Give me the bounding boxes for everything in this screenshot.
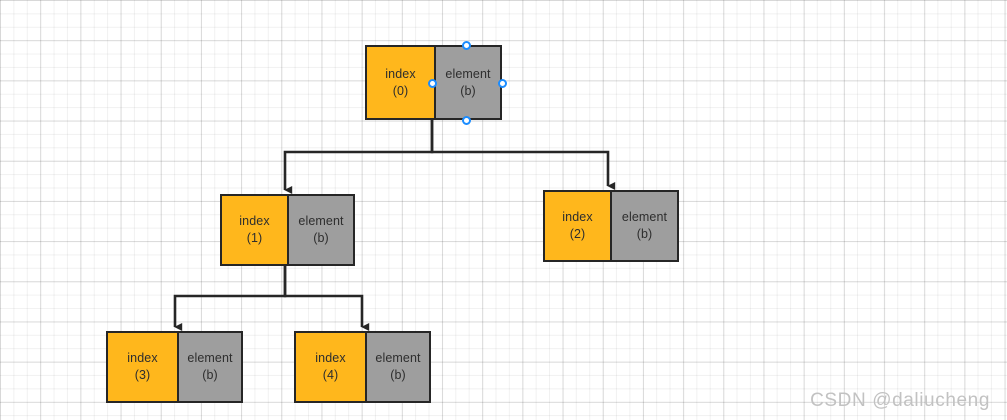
node-index-cell[interactable]: index (1) bbox=[222, 196, 287, 264]
node-index-label: index bbox=[562, 210, 593, 225]
node-index-cell[interactable]: index (4) bbox=[296, 333, 365, 401]
node-index-cell[interactable]: index (3) bbox=[108, 333, 177, 401]
node-index-label: index bbox=[239, 214, 270, 229]
node-index-value: (4) bbox=[322, 368, 339, 382]
node-index-cell[interactable]: index (2) bbox=[545, 192, 610, 260]
node-element-label: element bbox=[187, 351, 233, 366]
node-element-value: (b) bbox=[202, 368, 218, 382]
node-index-label: index bbox=[315, 351, 346, 366]
resize-handle-right[interactable] bbox=[498, 79, 507, 88]
watermark: CSDN @daliucheng bbox=[810, 390, 990, 411]
edge-n0-to-n2[interactable] bbox=[430, 120, 616, 191]
node-element-cell[interactable]: element (b) bbox=[434, 47, 500, 118]
resize-handle-bottom[interactable] bbox=[462, 116, 471, 125]
edge-n1-to-n4[interactable] bbox=[283, 266, 370, 332]
node-index-label: index bbox=[385, 66, 416, 81]
node-element-value: (b) bbox=[390, 368, 406, 382]
node-index-label: index bbox=[127, 351, 158, 366]
node-index-value: (0) bbox=[392, 83, 409, 98]
node-element-cell[interactable]: element (b) bbox=[365, 333, 429, 401]
tree-node-2[interactable]: index (2) element (b) bbox=[543, 190, 679, 262]
tree-node-4[interactable]: index (4) element (b) bbox=[294, 331, 431, 403]
node-index-cell[interactable]: index (0) bbox=[367, 47, 434, 118]
tree-node-3[interactable]: index (3) element (b) bbox=[106, 331, 243, 403]
node-index-value: (1) bbox=[246, 231, 263, 245]
node-element-label: element bbox=[621, 210, 668, 225]
node-element-cell[interactable]: element (b) bbox=[177, 333, 241, 401]
edge-n1-to-n3[interactable] bbox=[173, 266, 287, 332]
node-element-cell[interactable]: element (b) bbox=[610, 192, 677, 260]
node-element-value: (b) bbox=[460, 83, 476, 98]
edge-n0-to-n1[interactable] bbox=[283, 120, 434, 195]
tree-node-1[interactable]: index (1) element (b) bbox=[220, 194, 355, 266]
tree-node-0[interactable]: index (0) element (b) bbox=[365, 45, 502, 120]
node-index-value: (2) bbox=[569, 227, 586, 241]
node-element-label: element bbox=[298, 214, 344, 229]
node-element-label: element bbox=[445, 66, 491, 81]
node-element-value: (b) bbox=[636, 227, 653, 241]
resize-handle-top[interactable] bbox=[462, 41, 471, 50]
node-element-value: (b) bbox=[313, 231, 329, 245]
node-index-value: (3) bbox=[134, 368, 151, 382]
resize-handle-left[interactable] bbox=[428, 79, 437, 88]
node-element-cell[interactable]: element (b) bbox=[287, 196, 353, 264]
node-element-label: element bbox=[375, 351, 421, 366]
